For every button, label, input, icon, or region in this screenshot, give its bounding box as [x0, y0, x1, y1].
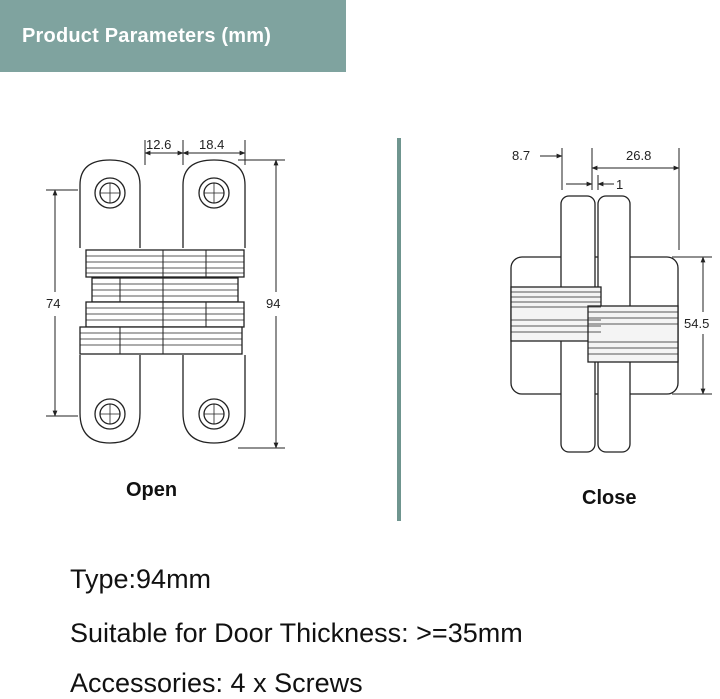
open-dimension-lines — [46, 140, 285, 449]
open-bar-1 — [85, 249, 245, 278]
dim-close-height: 54.5 — [684, 316, 709, 331]
screw-hole-bottom-right — [198, 398, 230, 430]
section-header: Product Parameters (mm) — [0, 0, 346, 72]
close-dimension-lines — [540, 148, 712, 395]
spec-accessories: Accessories: 4 x Screws — [70, 668, 363, 698]
screw-hole-bottom-left — [94, 398, 126, 430]
dim-open-top-right: 18.4 — [199, 137, 224, 152]
screw-hole-top-left — [94, 177, 126, 209]
screw-hole-top-right — [198, 177, 230, 209]
spec-type: Type:94mm — [70, 564, 212, 594]
dim-open-height-inner: 74 — [46, 296, 60, 311]
dim-open-top-left: 12.6 — [146, 137, 171, 152]
dim-close-left: 8.7 — [512, 148, 530, 163]
caption-open: Open — [126, 479, 177, 501]
hinge-diagram: 12.6 18.4 74 94 Open 8.7 26.8 1 54 — [46, 137, 712, 521]
open-hinge-drawing — [79, 159, 246, 444]
open-bar-4 — [79, 326, 243, 355]
dim-close-gap: 1 — [616, 177, 623, 192]
section-title: Product Parameters (mm) — [22, 24, 272, 47]
spec-door-thickness: Suitable for Door Thickness: >=35mm — [70, 618, 523, 648]
dim-close-right: 26.8 — [626, 148, 651, 163]
caption-close: Close — [582, 487, 636, 509]
open-bar-3 — [85, 301, 245, 328]
closed-hinge-drawing — [510, 195, 679, 453]
closed-bar-right — [587, 305, 679, 363]
dim-open-height-total: 94 — [266, 296, 280, 311]
